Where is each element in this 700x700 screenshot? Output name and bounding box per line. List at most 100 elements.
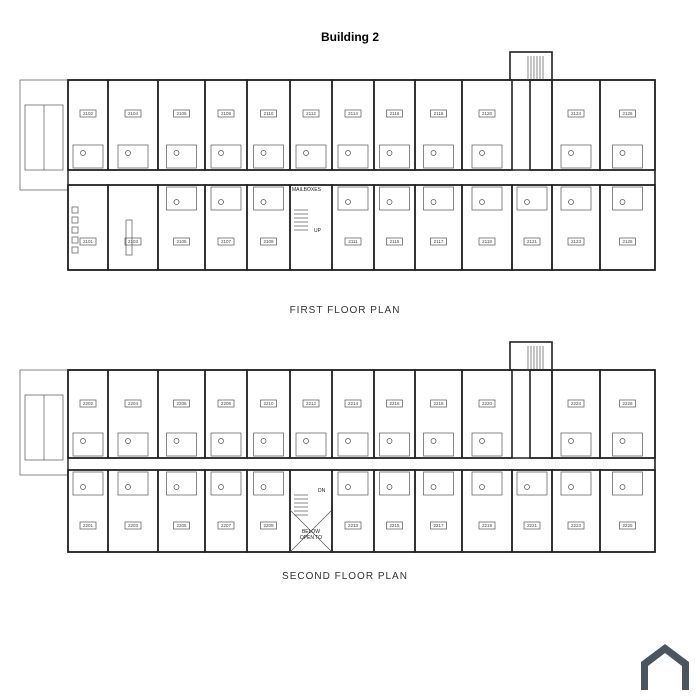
room-number: 2101 [83, 239, 94, 244]
washer-unit [71, 216, 79, 224]
room-number: 2103 [128, 239, 139, 244]
room: 2209 [246, 469, 291, 553]
room: 2212 [289, 369, 333, 459]
room: 2109 [246, 184, 291, 271]
room: 2124 [551, 79, 601, 171]
room: 2121 [511, 184, 553, 271]
room-number: 2213 [348, 523, 359, 528]
room: 2107 [204, 184, 248, 271]
room-number: 2104 [128, 111, 139, 116]
drawing-title: Building 2 [321, 30, 379, 44]
room-number: 2118 [434, 111, 444, 116]
room: 2110 [246, 79, 291, 171]
mailboxes-label: MAILBOXES [292, 187, 322, 193]
room: 2218 [414, 369, 463, 459]
room: 2118 [414, 79, 463, 171]
room: 2214 [331, 369, 375, 459]
washer-unit [71, 226, 79, 234]
first-floor-caption: FIRST FLOOR PLAN [289, 305, 401, 316]
room: 2208 [204, 369, 248, 459]
room-number: 2224 [571, 401, 582, 406]
room: 2217 [414, 469, 463, 553]
room: 2213 [331, 469, 375, 553]
room: 2104 [107, 79, 159, 171]
room: 2125 [599, 184, 656, 271]
room: 2226 [599, 369, 656, 459]
room-number: 2204 [128, 401, 139, 406]
room-number: 2205 [176, 523, 187, 528]
room: 2221 [511, 469, 553, 553]
room-number: 2119 [482, 239, 492, 244]
room-number: 2110 [264, 111, 274, 116]
room-number: 2107 [221, 239, 232, 244]
floor-plan-1: 2102 2104 2106 2108 2110 2112 2114 2116 2118 2120… [19, 51, 656, 271]
room: 2120 [461, 79, 513, 171]
room: 2201 [67, 469, 109, 553]
room-number: 2225 [622, 523, 633, 528]
room-number: 2114 [348, 111, 358, 116]
room-number: 2219 [482, 523, 493, 528]
open-below-label: BELOW [302, 529, 320, 535]
room: 2203 [107, 469, 159, 553]
room: 2112 [289, 79, 333, 171]
room: 2115 [373, 184, 416, 271]
room-number: 2125 [622, 239, 633, 244]
stair-up-label: UP [314, 228, 322, 234]
room-number: 2117 [434, 239, 444, 244]
room: 2116 [373, 79, 416, 171]
room-number: 2223 [571, 523, 582, 528]
room: 2210 [246, 369, 291, 459]
room: 2204 [107, 369, 159, 459]
stairwell: MAILBOXES UP [289, 184, 333, 271]
room-number: 2218 [433, 401, 444, 406]
room-number: 2112 [306, 111, 316, 116]
room-number: 2111 [348, 239, 358, 244]
open-to-label: OPEN TO [300, 535, 322, 541]
room-number: 2207 [221, 523, 232, 528]
room-number: 2108 [221, 111, 232, 116]
room: 2215 [373, 469, 416, 553]
room-number: 2123 [571, 239, 582, 244]
room-number: 2212 [306, 401, 317, 406]
room: 2216 [373, 369, 416, 459]
room-number: 2106 [176, 111, 187, 116]
room: 2202 [67, 369, 109, 459]
room-number: 2208 [221, 401, 232, 406]
room-number: 2206 [176, 401, 187, 406]
room-number: 2121 [527, 239, 538, 244]
washer-unit [71, 236, 79, 244]
room: 2220 [461, 369, 513, 459]
room-number: 2214 [348, 401, 359, 406]
room-number: 2216 [389, 401, 400, 406]
room-number: 2210 [263, 401, 274, 406]
room: 2101 [67, 184, 109, 271]
room: 2105 [157, 184, 206, 271]
washer-unit [71, 206, 79, 214]
room: 2123 [551, 184, 601, 271]
room: 2119 [461, 184, 513, 271]
room: 2207 [204, 469, 248, 553]
room: 2206 [157, 369, 206, 459]
room: 2126 [599, 79, 656, 171]
washer-unit [71, 246, 79, 254]
room: 2219 [461, 469, 513, 553]
room-number: 2124 [571, 111, 582, 116]
room-number: 2226 [622, 401, 633, 406]
second-floor-caption: SECOND FLOOR PLAN [282, 571, 408, 582]
room: 2111 [331, 184, 375, 271]
room: 2106 [157, 79, 206, 171]
room-number: 2215 [389, 523, 400, 528]
room-number: 2105 [176, 239, 187, 244]
room: 2225 [599, 469, 656, 553]
room-number: 2120 [482, 111, 493, 116]
room: 2223 [551, 469, 601, 553]
room-number: 2116 [390, 111, 400, 116]
floor-plan-2: 2202 2204 2206 2208 2210 2212 2214 2216 2218 2220… [19, 341, 656, 553]
room: 2103 [107, 184, 159, 271]
room-number: 2201 [83, 523, 94, 528]
room-number: 2109 [263, 239, 274, 244]
room-number: 2126 [622, 111, 633, 116]
room: 2114 [331, 79, 375, 171]
room-number: 2102 [83, 111, 94, 116]
